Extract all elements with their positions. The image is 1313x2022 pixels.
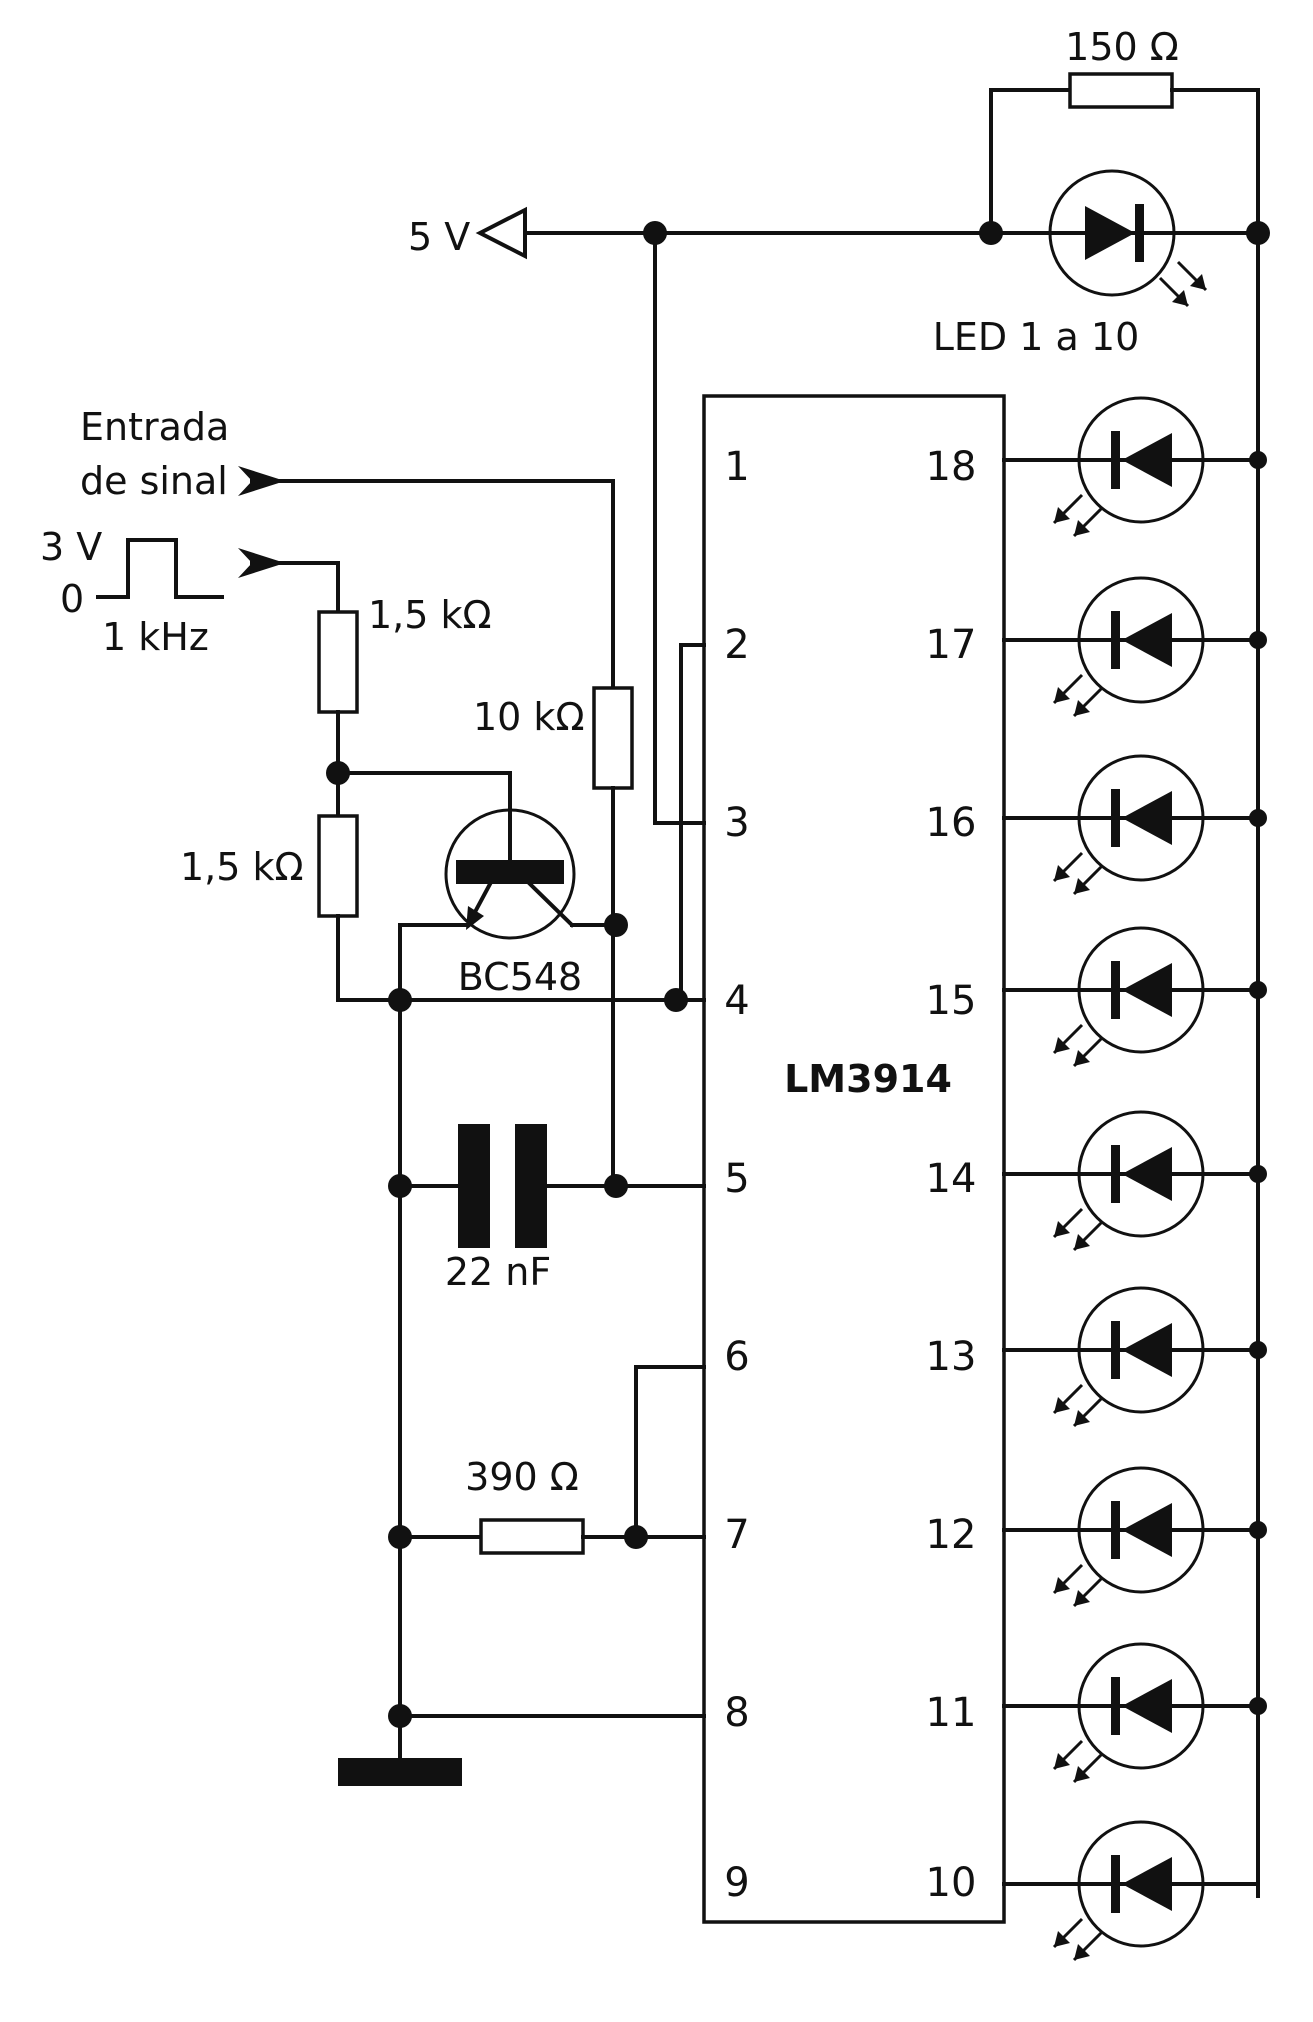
supply-arrow-symbol — [475, 206, 527, 260]
transistor-label: BC548 — [458, 955, 582, 999]
test-low-label: 0 — [60, 577, 84, 621]
left-pin-numbers: 1 2 3 4 5 6 7 8 9 — [724, 444, 749, 1906]
led-row-15 — [1002, 926, 1267, 1068]
chip-name: LM3914 — [784, 1057, 952, 1101]
pin-11-label: 11 — [926, 1690, 977, 1736]
pin-18-label: 18 — [926, 444, 977, 490]
pin-5-label: 5 — [724, 1156, 749, 1202]
resistor-390-label: 390 Ω — [465, 1455, 579, 1499]
input-label-line1: Entrada — [80, 405, 229, 449]
resistor-150-ohm: 150 Ω — [989, 25, 1260, 235]
resistor-10k-label: 10 kΩ — [473, 695, 584, 739]
led-row-12 — [1002, 1466, 1267, 1608]
pin-17-label: 17 — [926, 622, 977, 668]
test-freq-label: 1 kHz — [102, 615, 209, 659]
lm3914-chip — [702, 394, 1006, 1924]
resistor-390-ohm: 390 Ω — [398, 1365, 706, 1555]
pin2-pin4-link — [664, 643, 706, 1012]
test-signal-source: 3 V 0 1 kHz — [40, 525, 340, 659]
junction-collector — [604, 913, 628, 937]
pin-1-label: 1 — [724, 444, 749, 490]
pin-9-label: 9 — [724, 1860, 749, 1906]
capacitor-22nf: 22 nF — [398, 1124, 706, 1294]
resistor-150-label: 150 Ω — [1065, 25, 1179, 69]
capacitor-label: 22 nF — [445, 1250, 551, 1294]
pin-15-label: 15 — [926, 978, 977, 1024]
pin-2-label: 2 — [724, 622, 749, 668]
supply-label: 5 V — [408, 215, 470, 259]
junction-pin7 — [624, 1525, 648, 1549]
transistor-bc548: BC548 — [336, 771, 615, 1002]
resistor-1k5-top-label: 1,5 kΩ — [368, 593, 492, 637]
signal-input: Entrada de sinal — [80, 405, 615, 690]
resistor-10k: 10 kΩ — [473, 686, 634, 1198]
led-row-11 — [1002, 1642, 1267, 1784]
test-high-label: 3 V — [40, 525, 102, 569]
pin-12-label: 12 — [926, 1512, 977, 1558]
pin-16-label: 16 — [926, 800, 977, 846]
led-group-label: LED 1 a 10 — [933, 315, 1140, 359]
junction-gnd-a — [388, 988, 412, 1012]
pin-10-label: 10 — [926, 1860, 977, 1906]
led-row-18 — [1002, 396, 1267, 538]
top-led-symbol: LED 1 a 10 — [933, 169, 1208, 359]
pin-3-label: 3 — [724, 800, 749, 846]
led-row-14 — [1002, 1110, 1267, 1252]
square-wave-symbol — [96, 538, 224, 599]
ground-symbol — [338, 1758, 462, 1786]
right-pin-numbers: 18 17 16 15 14 13 12 11 10 — [926, 444, 977, 1906]
led-row-13 — [1002, 1286, 1267, 1428]
pin-8-label: 8 — [724, 1690, 749, 1736]
ground-bus — [338, 988, 462, 1786]
pin-14-label: 14 — [926, 1156, 977, 1202]
resistor-1k5-bottom-label: 1,5 kΩ — [180, 845, 304, 889]
led-row-16 — [1002, 754, 1267, 896]
pin-4-label: 4 — [724, 978, 749, 1024]
resistor-1k5-top: 1,5 kΩ — [317, 593, 492, 818]
junction-supply-a — [643, 221, 667, 245]
junction-pin4 — [664, 988, 688, 1012]
input-label-line2: de sinal — [80, 459, 228, 503]
pin-6-label: 6 — [724, 1334, 749, 1380]
pin-7-label: 7 — [724, 1512, 749, 1558]
resistor-1k5-bottom: 1,5 kΩ — [180, 814, 706, 1002]
led-row-10 — [1002, 1820, 1260, 1962]
pin-13-label: 13 — [926, 1334, 977, 1380]
led-row-17 — [1002, 576, 1267, 718]
